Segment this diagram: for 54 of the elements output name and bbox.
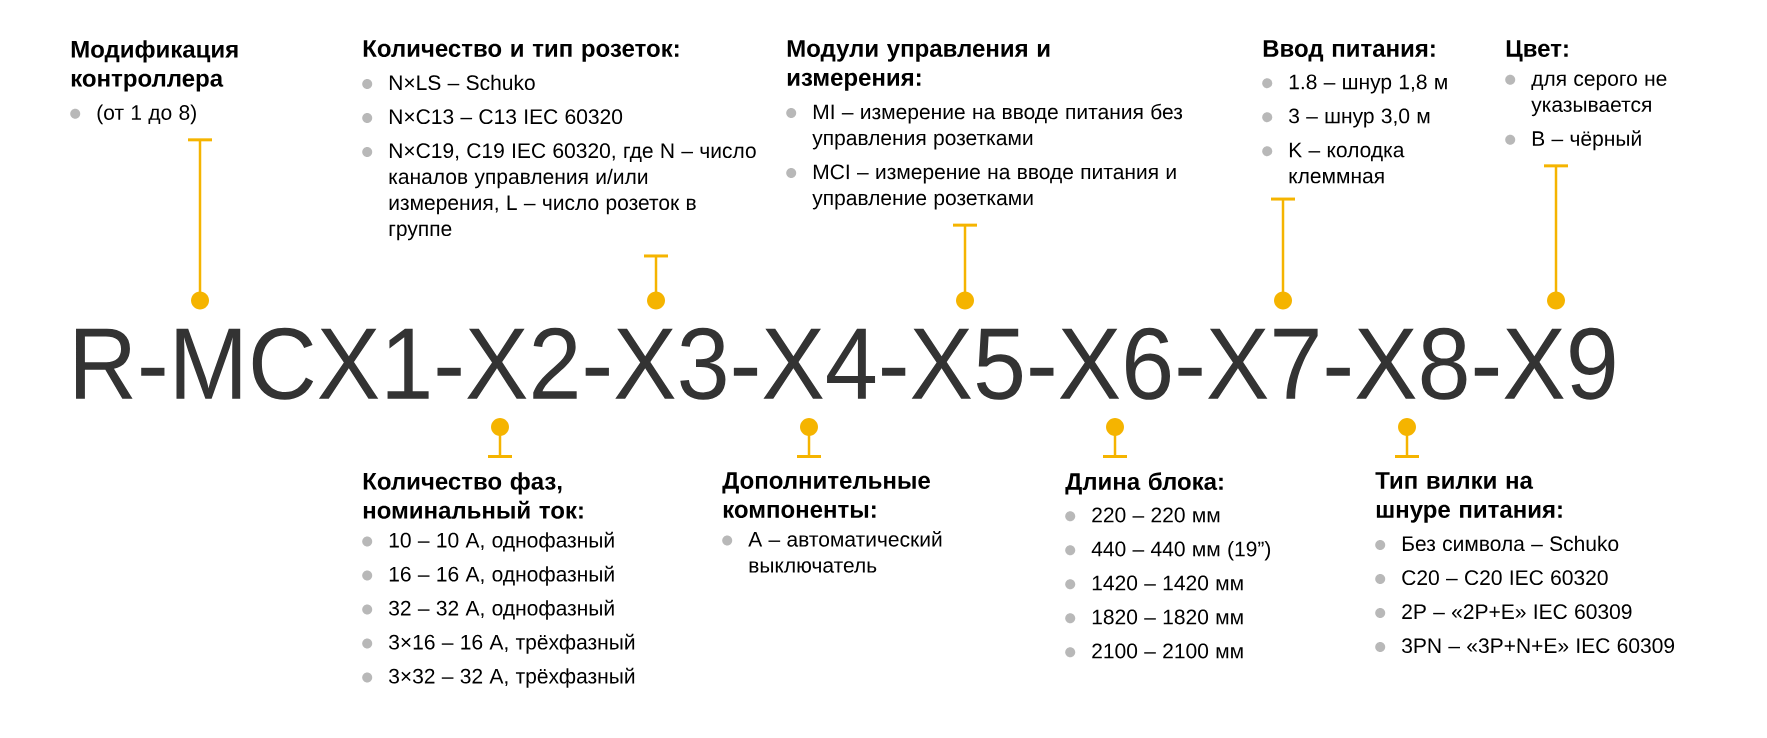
model-code: R-MCX1-X2-X3-X4-X5-X6-X7-X8-X9	[76, 327, 1615, 400]
node-label: Ввод питания:	[1263, 40, 1435, 62]
node-label: Дополнительные компоненты:	[722, 472, 930, 518]
leader-line	[1544, 164, 1568, 310]
legend-group: Тип вилки на шнуре питания: Без символа – Schuko C20 – C20 IEC 60320 2P – «2P+E» IEC 60309 3PN – «3P+N+E» IEC 60309	[1375, 472, 1675, 654]
node-label: N×C13 – C13 IEC 60320	[389, 109, 623, 125]
leader-line	[488, 418, 512, 458]
legend-group: Цвет: для серого не указывается B – чёрный	[1505, 40, 1667, 151]
node-label: 1420 – 1420 мм	[1092, 575, 1243, 591]
node-label: MI – измерение на вводе питания без управления розетками	[812, 103, 1183, 150]
node-label: Количество и тип розеток:	[363, 40, 679, 62]
node-label: 16 – 16 А, однофазный	[389, 565, 614, 586]
node-label: Модули управления и измерения:	[787, 40, 1050, 91]
node-label: 220 – 220 мм	[1092, 507, 1220, 523]
node-label: K – колодка клеммная	[1289, 142, 1405, 184]
node-label: 2100 – 2100 мм	[1092, 643, 1243, 659]
leader-line	[188, 138, 212, 310]
node-label: 1820 – 1820 мм	[1092, 609, 1243, 625]
leader-line	[1395, 418, 1419, 458]
legend-group: Количество фаз, номинальный ток: 10 – 10 А, однофазный 16 – 16 А, однофазный 32 – 32 А, однофазный 3×16 – 16 А, трёхфазный 3×32 – 32 А, трёхфазный	[362, 472, 635, 688]
node-label: 10 – 10 А, однофазный	[389, 531, 614, 552]
node-label: для серого не указывается	[1531, 74, 1667, 117]
node-label: Цвет:	[1506, 40, 1568, 62]
leader-line	[1103, 418, 1127, 458]
node-label: 3 – шнур 3,0 м	[1289, 108, 1430, 128]
node-label: Длина блока:	[1065, 472, 1223, 495]
legend-group: Количество и тип розеток: N×LS – Schuko N×C13 – C13 IEC 60320 N×C19, C19 IEC 60320, где N – число каналов управления и/или измерения, L – число розеток в группе	[362, 40, 756, 241]
node-label: 32 – 32 А, однофазный	[389, 599, 614, 620]
legend-group: Модификация контроллера (от 1 до 8)	[70, 40, 238, 125]
node-label: 2P – «2P+E» IEC 60309	[1402, 604, 1632, 620]
node-label: 1.8 – шнур 1,8 м	[1289, 74, 1447, 94]
leader-line	[644, 254, 668, 310]
leader-line	[797, 418, 821, 458]
node-label: 3×32 – 32 А, трёхфазный	[389, 667, 635, 688]
node-label: N×LS – Schuko	[389, 74, 535, 91]
legend-group: Дополнительные компоненты: A – автоматический выключатель	[722, 472, 942, 573]
node-label: C20 – C20 IEC 60320	[1402, 570, 1608, 586]
node-label: B – чёрный	[1532, 130, 1641, 151]
node-label: Количество фаз, номинальный ток:	[363, 472, 583, 519]
legend-group: Ввод питания: 1.8 – шнур 1,8 м 3 – шнур 3,0 м K – колодка клеммная	[1262, 40, 1447, 184]
node-label: Тип вилки на шнуре питания:	[1375, 472, 1562, 523]
node-label: 3×16 – 16 А, трёхфазный	[389, 633, 635, 654]
node-label: 3PN – «3P+N+E» IEC 60309	[1402, 638, 1675, 654]
legend-group: Длина блока: 220 – 220 мм 440 – 440 мм (19”) 1420 – 1420 мм 1820 – 1820 мм 2100 – 2100 мм	[1065, 472, 1271, 659]
node-label: MCI – измерение на вводе питания и управление розетками	[812, 164, 1176, 210]
node-label: N×C19, C19 IEC 60320, где N – число каналов управления и/или измерения, L – число розеток в группе	[389, 143, 756, 241]
node-label: Модификация контроллера	[71, 40, 238, 92]
node-label: Без символа – Schuko	[1402, 535, 1619, 552]
node-label: (от 1 до 8)	[97, 104, 196, 125]
leader-line	[953, 223, 977, 310]
node-label: 440 – 440 мм (19”)	[1091, 541, 1271, 561]
node-label: A – автоматический выключатель	[748, 530, 942, 573]
legend-group: Модули управления и измерения: MI – измерение на вводе питания без управления розетками MCI – измерение на вводе питания и управление розетками	[786, 40, 1183, 210]
leader-line	[1271, 197, 1295, 310]
